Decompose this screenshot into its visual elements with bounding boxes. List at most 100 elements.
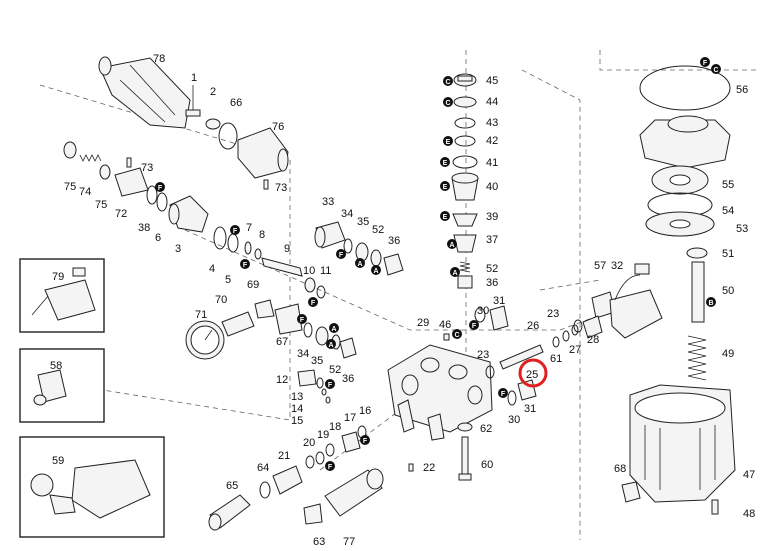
- part-69-elbow: [254, 299, 275, 319]
- part-39-seal: [452, 213, 478, 227]
- part-65-hose-fitting: [208, 494, 251, 531]
- highlight-callout-25[interactable]: [518, 358, 548, 388]
- badge-E: E: [440, 181, 450, 191]
- label-36-b: 36: [342, 373, 354, 385]
- label-6: 6: [155, 232, 161, 244]
- part-63-plug: [303, 503, 323, 525]
- svg-text:A: A: [452, 270, 457, 277]
- part-55-bearing: [651, 165, 709, 195]
- label-35-b: 35: [311, 355, 323, 367]
- part-51-washer: [686, 247, 708, 259]
- inset-58-fitting: [19, 348, 105, 423]
- inset-59-pump-assembly: [19, 436, 165, 538]
- label-10: 10: [303, 265, 315, 277]
- label-47: 47: [743, 469, 755, 481]
- label-30-a: 30: [477, 305, 489, 317]
- svg-text:F: F: [328, 464, 333, 471]
- part-57-32-unloader: [591, 263, 663, 339]
- label-51: 51: [722, 248, 734, 260]
- label-65: 65: [226, 480, 238, 492]
- label-43: 43: [486, 117, 498, 129]
- part-2-ring: [205, 118, 221, 130]
- svg-text:B: B: [708, 300, 713, 307]
- badge-B: B: [706, 297, 716, 307]
- svg-text:C: C: [454, 332, 459, 339]
- label-39: 39: [486, 211, 498, 223]
- label-52-b: 52: [329, 364, 341, 376]
- label-69: 69: [247, 279, 259, 291]
- svg-text:F: F: [501, 391, 506, 398]
- letter-badges: C C E E E E A A F C B F F F F F A A F A …: [155, 57, 721, 471]
- badge-F: F: [240, 259, 250, 269]
- label-50: 50: [722, 285, 734, 297]
- part-swashplate-housing: [639, 115, 731, 169]
- label-56: 56: [736, 84, 748, 96]
- badge-F: F: [308, 297, 318, 307]
- label-73-a: 73: [141, 162, 153, 174]
- part-10-11-rings: [304, 277, 326, 299]
- part-56-oring: [639, 65, 731, 111]
- label-64: 64: [257, 462, 269, 474]
- part-50-piston: [691, 261, 705, 323]
- label-16: 16: [359, 405, 371, 417]
- label-40: 40: [486, 181, 498, 193]
- part-76-coupler: [237, 127, 289, 179]
- label-73-b: 73: [275, 182, 287, 194]
- label-42: 42: [486, 135, 498, 147]
- label-68: 68: [614, 463, 626, 475]
- svg-text:A: A: [328, 342, 333, 349]
- label-36-a: 36: [388, 235, 400, 247]
- badge-C: C: [443, 76, 453, 86]
- part-71-pressure-gauge: [185, 320, 225, 360]
- badge-C: C: [711, 64, 721, 74]
- label-36-c: 36: [486, 277, 498, 289]
- part-36-nut: [457, 275, 473, 289]
- part-73-small-screws: [126, 157, 269, 190]
- label-79: 79: [52, 271, 64, 283]
- label-27: 27: [569, 344, 581, 356]
- label-60: 60: [481, 459, 493, 471]
- part-77-injector: [324, 468, 384, 517]
- label-26: 26: [527, 320, 539, 332]
- part-67-valve: [274, 303, 303, 335]
- svg-text:C: C: [445, 79, 450, 86]
- part-1-pin: [185, 85, 201, 117]
- label-20: 20: [303, 437, 315, 449]
- svg-text:F: F: [363, 438, 368, 445]
- svg-text:F: F: [339, 252, 344, 259]
- svg-text:E: E: [443, 184, 448, 191]
- svg-text:F: F: [472, 323, 477, 330]
- part-30-31-lower-set: [507, 390, 517, 406]
- label-41: 41: [486, 157, 498, 169]
- label-9: 9: [284, 243, 290, 255]
- label-13: 13: [291, 391, 303, 403]
- label-19: 19: [317, 429, 329, 441]
- part-38-seal: [146, 185, 158, 205]
- label-11: 11: [320, 265, 331, 277]
- part-29-pump-head: [387, 344, 493, 441]
- part-46-bolt: [443, 333, 450, 341]
- svg-text:F: F: [243, 262, 248, 269]
- badge-F: F: [469, 320, 479, 330]
- badge-F: F: [498, 388, 508, 398]
- label-46: 46: [439, 319, 451, 331]
- label-5: 5: [225, 274, 231, 286]
- label-29: 29: [417, 317, 429, 329]
- label-48: 48: [743, 508, 755, 520]
- label-67: 67: [276, 336, 288, 348]
- svg-text:F: F: [311, 300, 316, 307]
- part-75-cap: [63, 141, 111, 180]
- label-22: 22: [423, 462, 435, 474]
- badge-F: F: [336, 249, 346, 259]
- part-68-drain-plug: [621, 481, 641, 503]
- label-61: 61: [550, 353, 562, 365]
- label-53: 53: [736, 223, 748, 235]
- part-66-oring: [218, 122, 238, 150]
- part-21-nipple: [272, 465, 303, 495]
- svg-text:E: E: [443, 214, 448, 221]
- svg-text:A: A: [373, 268, 378, 275]
- label-71: 71: [195, 309, 207, 321]
- part-70-adapter: [221, 311, 255, 337]
- badge-F: F: [297, 314, 307, 324]
- label-66: 66: [230, 97, 242, 109]
